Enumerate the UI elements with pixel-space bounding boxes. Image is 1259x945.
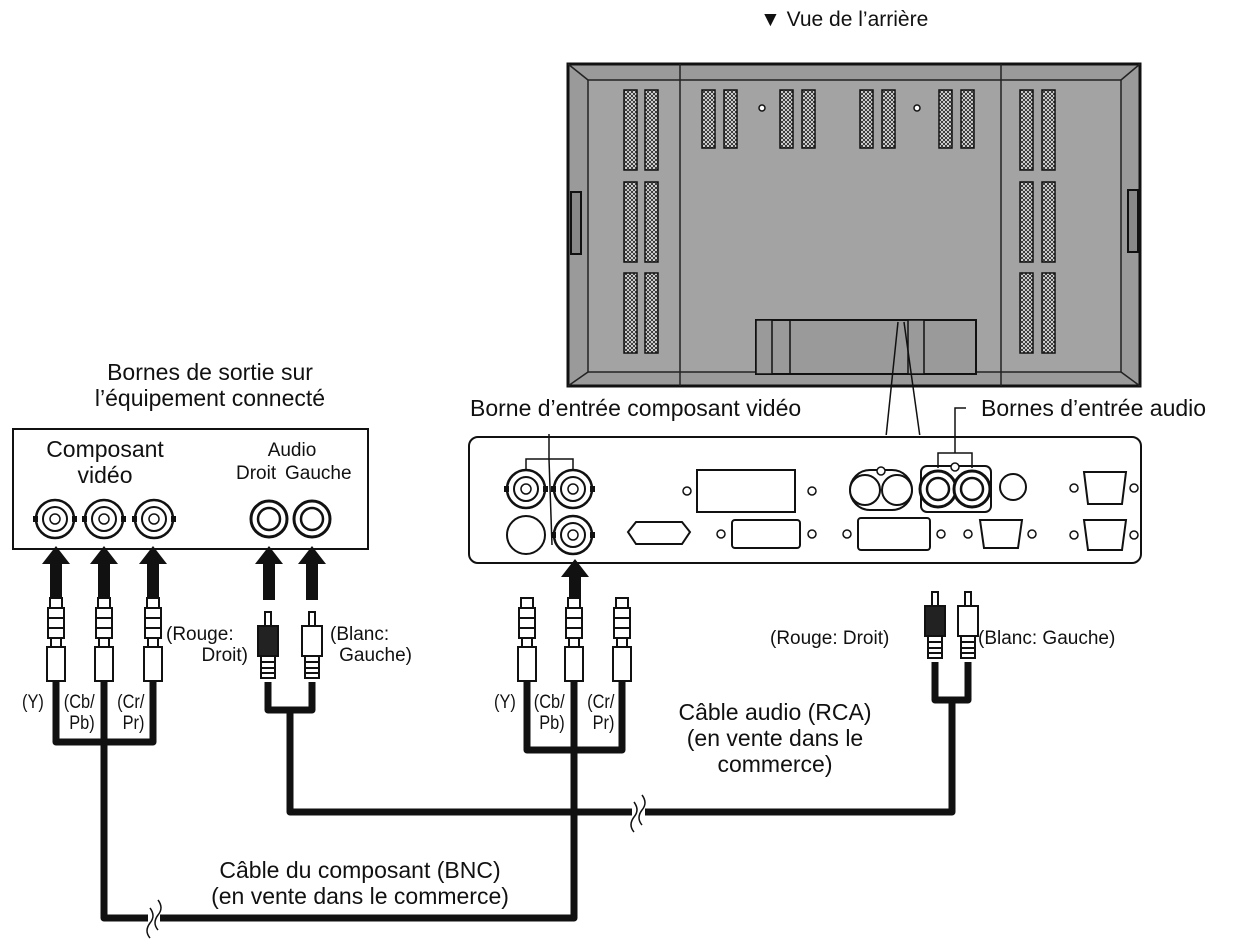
left-red-line2: Droit): [201, 645, 248, 667]
right-red-label: (Rouge: Droit): [770, 628, 890, 649]
audio-title: Audio: [267, 440, 317, 461]
left-white-line1: (Blanc:: [330, 624, 390, 645]
audio-cable-line1: Câble audio (RCA): [678, 699, 872, 725]
right-white-label: (Blanc: Gauche): [978, 628, 1116, 649]
left-red-label: (Rouge: Droit): [166, 624, 248, 667]
left-white-label: (Blanc: Gauche): [330, 624, 412, 667]
audio-input-label: Bornes d’entrée audio: [981, 395, 1207, 421]
plug-audio-red-left: [257, 611, 279, 679]
left-red-line1: (Rouge:: [166, 624, 234, 645]
plug-y-left: [46, 597, 66, 682]
left-cb-line2: Pb): [69, 713, 95, 735]
right-cr-line1: (Cr/: [587, 692, 615, 713]
equipment-title-line1: Bornes de sortie sur: [107, 359, 313, 385]
audio-cable-label: Câble audio (RCA) (en vente dans le comm…: [650, 699, 900, 777]
right-cb-line2: Pb): [539, 713, 565, 735]
right-y-label: (Y): [494, 692, 516, 713]
audio-right-label: Droit: [236, 463, 277, 484]
left-cr-line1: (Cr/: [117, 692, 145, 713]
component-video-label: Composant vidéo: [20, 436, 190, 489]
audio-cable-line3: commerce): [717, 750, 833, 777]
plug-audio-white-right: [957, 591, 979, 659]
plug-cr-right: [612, 597, 632, 682]
blank-jack: [506, 515, 546, 555]
tv-rear-view: [566, 62, 1142, 388]
connected-equipment: [12, 428, 369, 550]
component-input-label: Borne d’entrée composant vidéo: [470, 395, 802, 421]
right-cr-label: (Cr/ Pr): [580, 692, 614, 735]
plug-audio-red-right: [924, 591, 946, 659]
plug-y-right: [517, 597, 537, 682]
plug-cb-left: [94, 597, 114, 682]
audio-input-right-jack[interactable]: [918, 469, 958, 509]
left-cr-line2: Pr): [122, 713, 145, 735]
plug-audio-white-left: [301, 611, 323, 679]
bnc-cable-line1: Câble du composant (BNC): [219, 857, 501, 883]
right-cr-line2: Pr): [592, 713, 615, 735]
left-y-label: (Y): [22, 692, 44, 713]
bnc-cable-line2: (en vente dans le commerce): [211, 882, 509, 909]
plug-cb-right: [564, 597, 584, 682]
view-label: ▼ Vue de l’arrière: [760, 8, 929, 31]
plug-cr-left: [143, 597, 163, 682]
equipment-title-line2: l’équipement connecté: [94, 384, 326, 411]
audio-output-right-jack[interactable]: [249, 499, 289, 539]
audio-output-left-jack[interactable]: [292, 499, 332, 539]
audio-input-left-jack[interactable]: [952, 469, 992, 509]
cables: [52, 662, 972, 922]
cable-break-marks: [146, 794, 646, 939]
equipment-title: Bornes de sortie sur l’équipement connec…: [60, 359, 360, 412]
left-cb-line1: (Cb/: [63, 692, 95, 713]
right-cb-label: (Cb/ Pb): [532, 692, 565, 735]
right-cb-line1: (Cb/: [533, 692, 565, 713]
audio-cable-line2: (en vente dans le: [686, 724, 864, 751]
terminal-panel: [468, 407, 1142, 564]
component-line2: vidéo: [77, 461, 133, 488]
bnc-cable-label: Câble du composant (BNC) (en vente dans …: [160, 857, 560, 910]
left-cr-label: (Cr/ Pr): [110, 692, 144, 735]
component-line1: Composant: [46, 436, 164, 462]
left-white-line2: Gauche): [339, 645, 412, 667]
left-cb-label: (Cb/ Pb): [62, 692, 95, 735]
audio-left-label: Gauche: [285, 463, 352, 484]
